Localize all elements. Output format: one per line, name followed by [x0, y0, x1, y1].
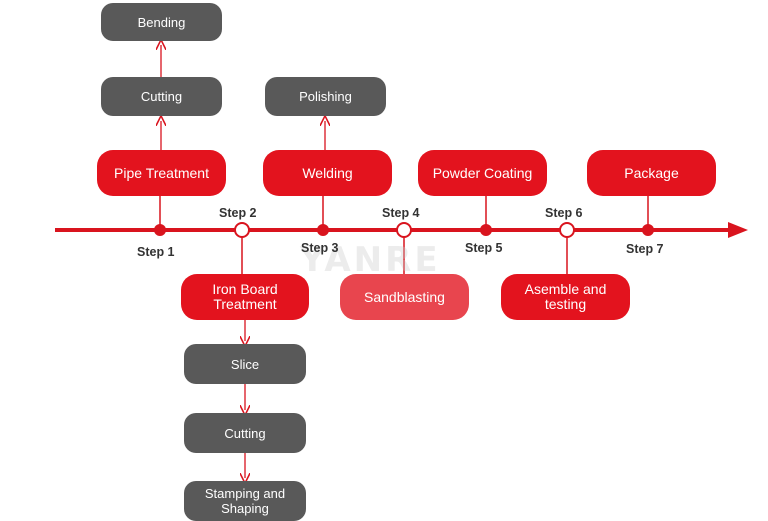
step3-marker — [317, 224, 329, 236]
step6-label: Step 6 — [545, 206, 583, 220]
step3-label: Step 3 — [301, 241, 339, 255]
step1-marker — [154, 224, 166, 236]
bending-box: Bending — [101, 3, 222, 41]
timeline-arrowhead — [728, 222, 748, 238]
iron-board-treatment-box: Iron Board Treatment — [181, 274, 309, 320]
slice-box: Slice — [184, 344, 306, 384]
pipe-treatment-box: Pipe Treatment — [97, 150, 226, 196]
step2-marker — [234, 222, 250, 238]
powder-coating-box: Powder Coating — [418, 150, 547, 196]
cutting-bottom-box: Cutting — [184, 413, 306, 453]
welding-box: Welding — [263, 150, 392, 196]
step4-marker — [396, 222, 412, 238]
step2-label: Step 2 — [219, 206, 257, 220]
step7-marker — [642, 224, 654, 236]
watermark-logo: YANRE — [300, 240, 441, 280]
step5-marker — [480, 224, 492, 236]
step4-label: Step 4 — [382, 206, 420, 220]
polishing-box: Polishing — [265, 77, 386, 116]
step6-marker — [559, 222, 575, 238]
assemble-testing-box: Asemble and testing — [501, 274, 630, 320]
cutting-top-box: Cutting — [101, 77, 222, 116]
step7-label: Step 7 — [626, 242, 664, 256]
sandblasting-box: Sandblasting — [340, 274, 469, 320]
step1-label: Step 1 — [137, 245, 175, 259]
package-box: Package — [587, 150, 716, 196]
step5-label: Step 5 — [465, 241, 503, 255]
stamping-shaping-box: Stamping and Shaping — [184, 481, 306, 521]
